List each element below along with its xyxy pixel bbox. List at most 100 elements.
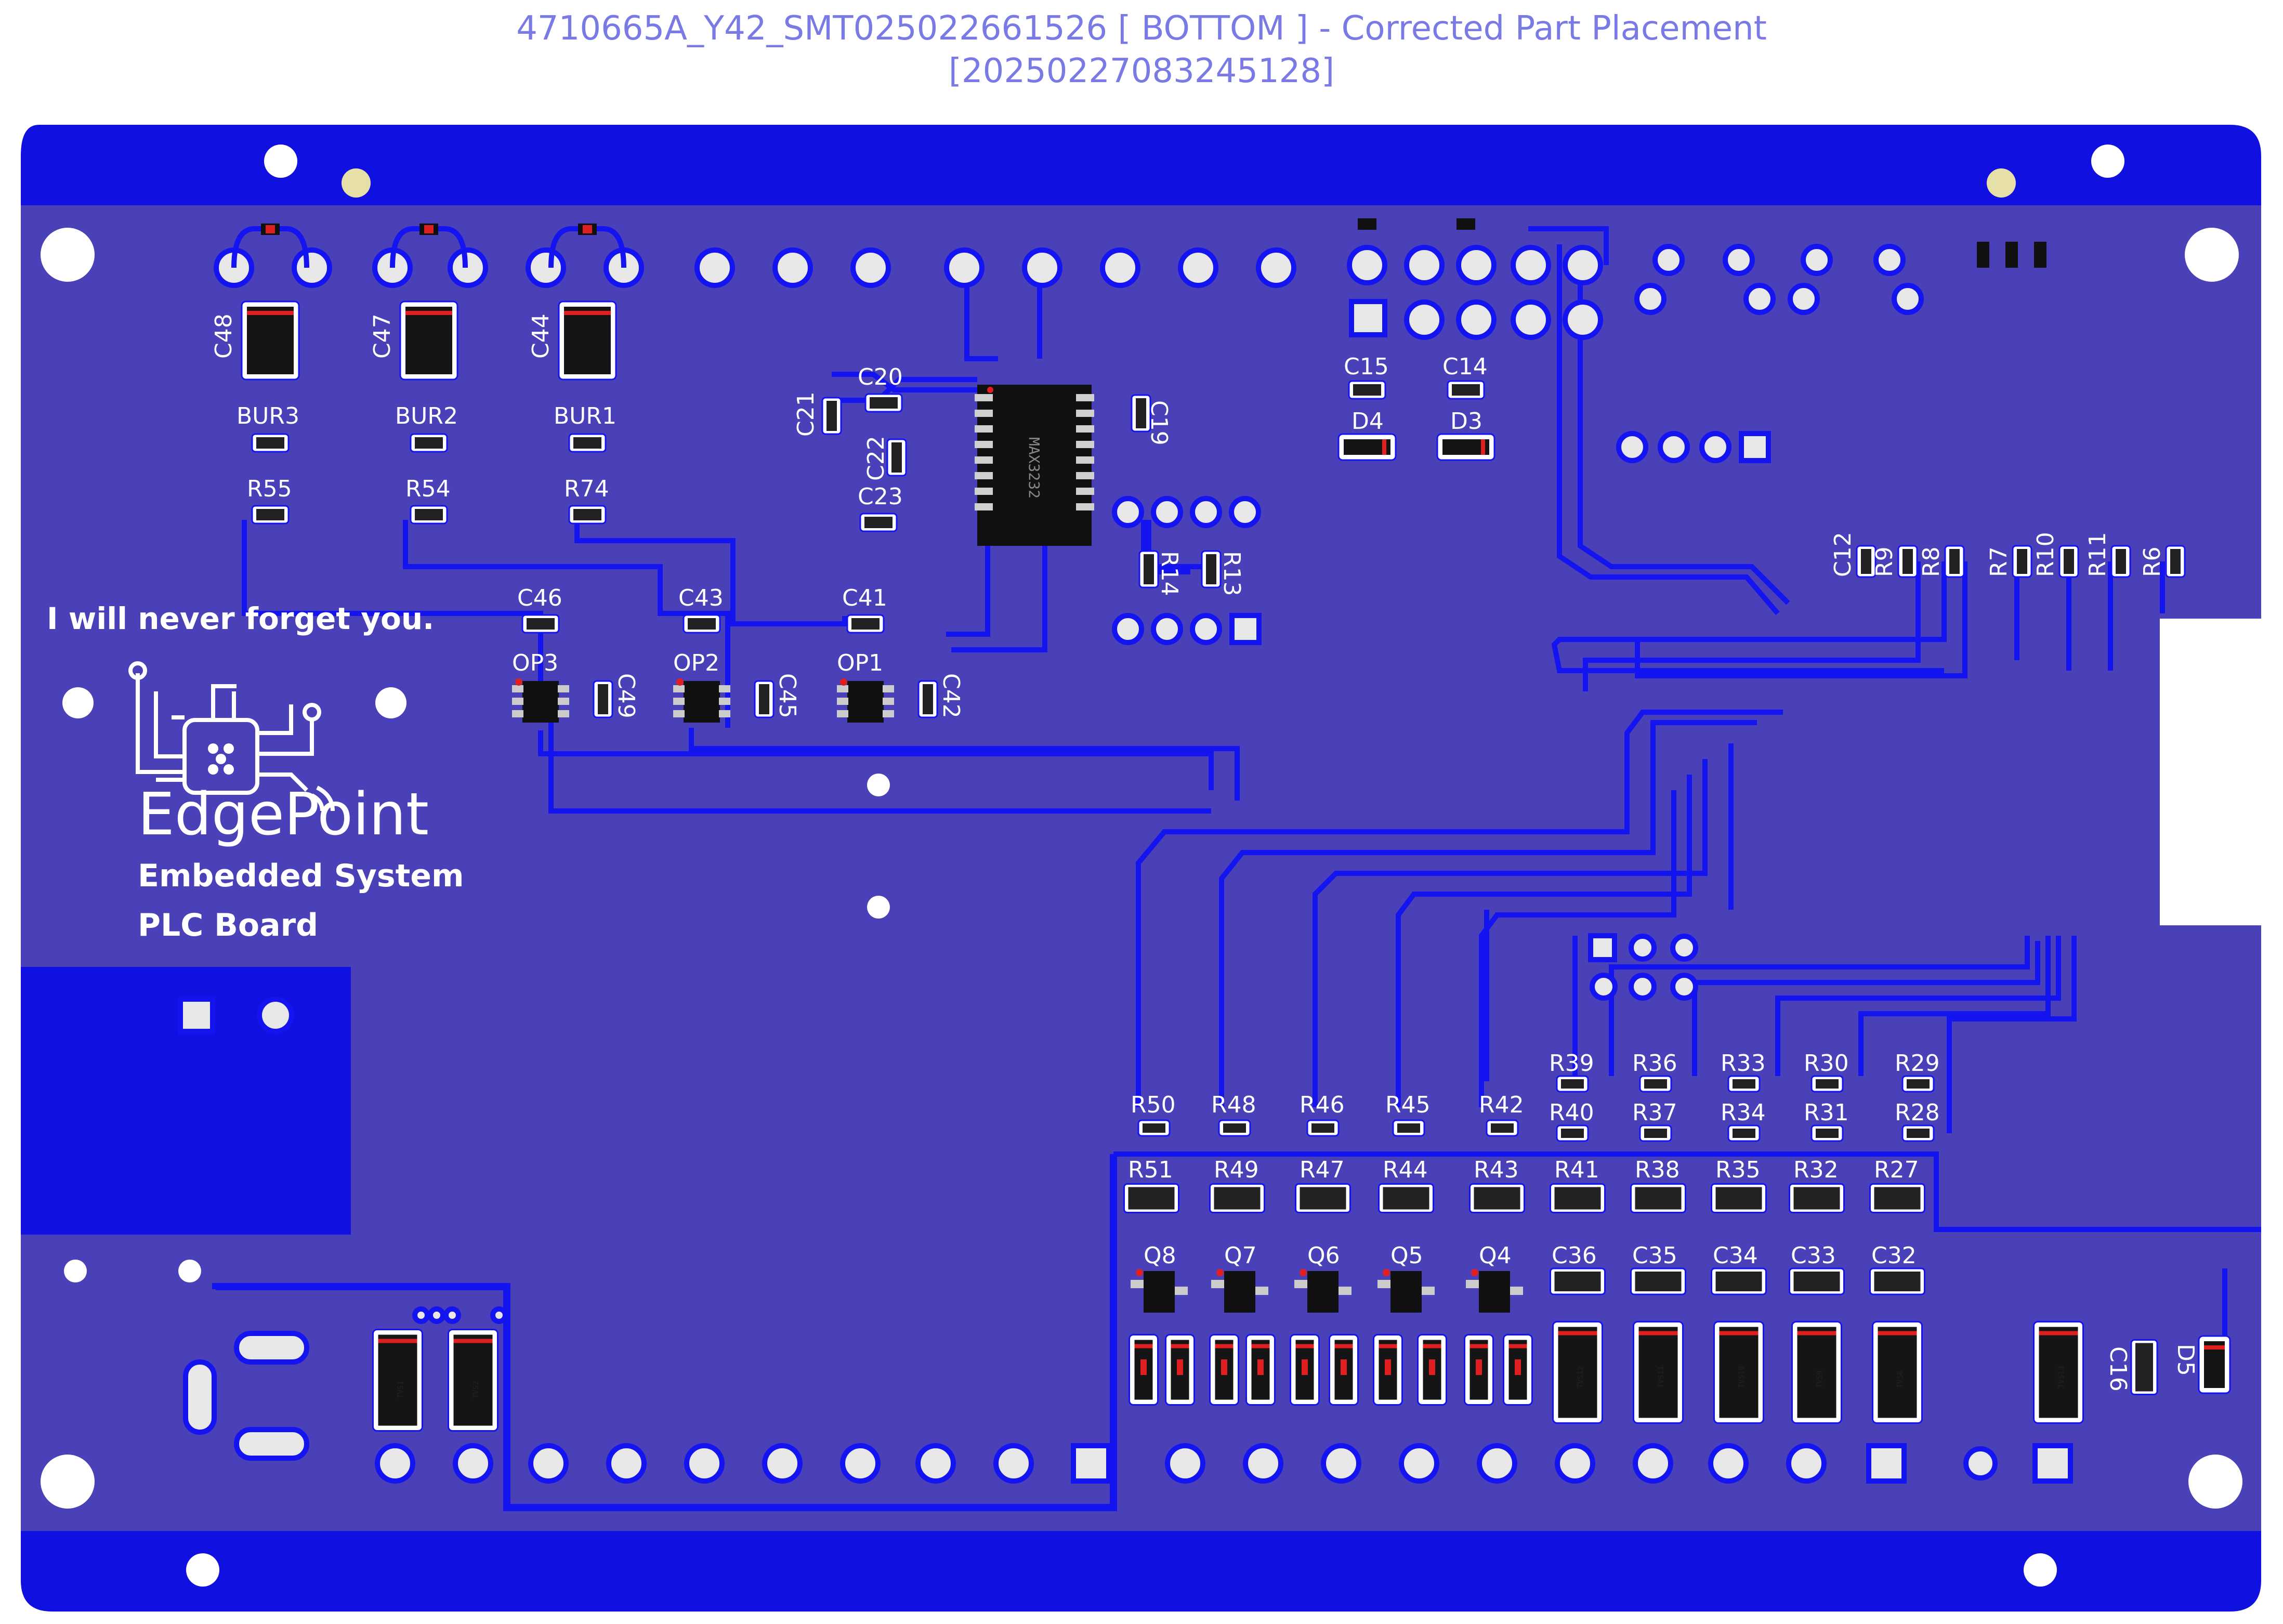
capacitor-c22 <box>886 438 907 477</box>
label-q7: Q7 <box>1224 1242 1257 1269</box>
label-r34: R34 <box>1721 1099 1766 1126</box>
label-c36: C36 <box>1552 1242 1597 1269</box>
small-resistor <box>2005 242 2018 268</box>
label-r37: R37 <box>1632 1099 1677 1126</box>
fiducial-gold <box>1987 168 2016 198</box>
label-r33: R33 <box>1721 1050 1766 1077</box>
label-r7: R7 <box>1986 546 2012 577</box>
mounting-hole <box>2188 1455 2242 1509</box>
transistor-q8 <box>1131 1269 1188 1313</box>
capacitor-c21 <box>821 397 842 435</box>
tvs-tvs1 <box>372 1329 423 1432</box>
label-r13: R13 <box>1218 551 1245 596</box>
label-c34: C34 <box>1713 1242 1758 1269</box>
label-c46: C46 <box>517 585 562 611</box>
signal-diode <box>1129 1334 1159 1406</box>
fiducial <box>264 145 297 178</box>
label-tvs2: TVS2 <box>472 1381 480 1398</box>
tvs-tvs10 <box>1713 1321 1764 1424</box>
resistor-r38 <box>1630 1183 1686 1213</box>
capacitor-c19 <box>1131 394 1151 433</box>
capacitor-c35 <box>1630 1267 1686 1295</box>
label-q8: Q8 <box>1144 1242 1176 1269</box>
bottom-connector-pads <box>178 997 2073 1484</box>
label-c47: C47 <box>369 313 396 359</box>
small-resistor <box>1977 242 1989 268</box>
fiducial <box>375 687 406 718</box>
capacitor-c32 <box>1869 1267 1925 1295</box>
resistor-r54 <box>410 505 448 525</box>
label-c20: C20 <box>858 364 903 390</box>
label-r43: R43 <box>1474 1157 1519 1183</box>
label-c49: C49 <box>613 673 639 718</box>
small-resistor <box>2034 242 2046 268</box>
component-r8 <box>1944 545 1965 578</box>
transistor-q5 <box>1377 1269 1435 1313</box>
label-r40: R40 <box>1549 1099 1594 1126</box>
capacitor-c14 <box>1447 380 1485 400</box>
capacitor-c45 <box>754 680 775 718</box>
label-r54: R54 <box>405 476 451 502</box>
opamp-op1 <box>837 678 894 723</box>
bur-group <box>231 224 626 268</box>
resistor-r43 <box>1469 1183 1525 1213</box>
label-r49: R49 <box>1214 1157 1259 1183</box>
resistor-r14 <box>1138 550 1159 588</box>
label-tvs12: TVS12 <box>1577 1366 1585 1388</box>
resistor-r50 <box>1137 1119 1171 1137</box>
opamp-op3 <box>512 678 569 723</box>
opamp-op2 <box>673 678 730 723</box>
label-c44: C44 <box>528 313 554 359</box>
resistor-r51 <box>1123 1183 1179 1213</box>
resistor-r36 <box>1639 1075 1672 1093</box>
capacitor-c44 <box>558 300 617 381</box>
relay-region-outline <box>212 1154 1117 1511</box>
signal-diode <box>1417 1334 1447 1406</box>
signal-diode <box>1329 1334 1359 1406</box>
label-r48: R48 <box>1211 1092 1256 1118</box>
signal-diode <box>1165 1334 1195 1406</box>
max3232-ic: MAX3232 <box>975 385 1094 546</box>
label-tvs1: TVS1 <box>397 1381 405 1398</box>
mounting-hole <box>41 1455 95 1509</box>
diode-d4 <box>1337 433 1397 461</box>
small-part <box>1457 218 1475 230</box>
page-timestamp: [20250227083245128] <box>948 52 1335 90</box>
diode-d3 <box>1436 433 1495 461</box>
resistor-bur <box>410 433 448 453</box>
capacitor-c16 <box>2130 1339 2158 1395</box>
label-c22: C22 <box>863 436 889 481</box>
resistor-r55 <box>251 505 290 525</box>
tvs-tvs11 <box>1633 1321 1684 1424</box>
fiducial <box>186 1553 219 1587</box>
capacitor-c43 <box>683 614 721 634</box>
label-c33: C33 <box>1791 1242 1836 1269</box>
top-connector-pads <box>214 244 1924 1001</box>
resistor-r34 <box>1727 1124 1761 1142</box>
label-c45: C45 <box>774 673 801 718</box>
label-c48: C48 <box>211 313 237 359</box>
label-c43: C43 <box>678 585 724 611</box>
logo-dots <box>208 743 234 775</box>
resistor-r45 <box>1392 1119 1425 1137</box>
fiducial <box>64 1260 87 1282</box>
label-r36: R36 <box>1632 1050 1677 1077</box>
label-c15: C15 <box>1344 353 1389 380</box>
label-tvs13: TVS13 <box>2057 1366 2066 1388</box>
resistor-bur <box>568 433 607 453</box>
label-r50: R50 <box>1131 1092 1176 1118</box>
capacitor-c48 <box>241 300 300 381</box>
resistor-r27 <box>1869 1183 1925 1213</box>
label-r31: R31 <box>1804 1099 1849 1126</box>
tvs-tvs9 <box>1791 1321 1842 1424</box>
resistor-r37 <box>1639 1124 1672 1142</box>
label-c41: C41 <box>842 585 887 611</box>
label-r28: R28 <box>1895 1099 1940 1126</box>
resistor-r30 <box>1810 1075 1844 1093</box>
label-r27: R27 <box>1874 1157 1919 1183</box>
label-bur1: BUR1 <box>554 403 616 429</box>
resistor-r40 <box>1556 1124 1589 1142</box>
resistor-r35 <box>1711 1183 1767 1213</box>
label-r46: R46 <box>1300 1092 1345 1118</box>
bur-channel <box>548 224 626 268</box>
